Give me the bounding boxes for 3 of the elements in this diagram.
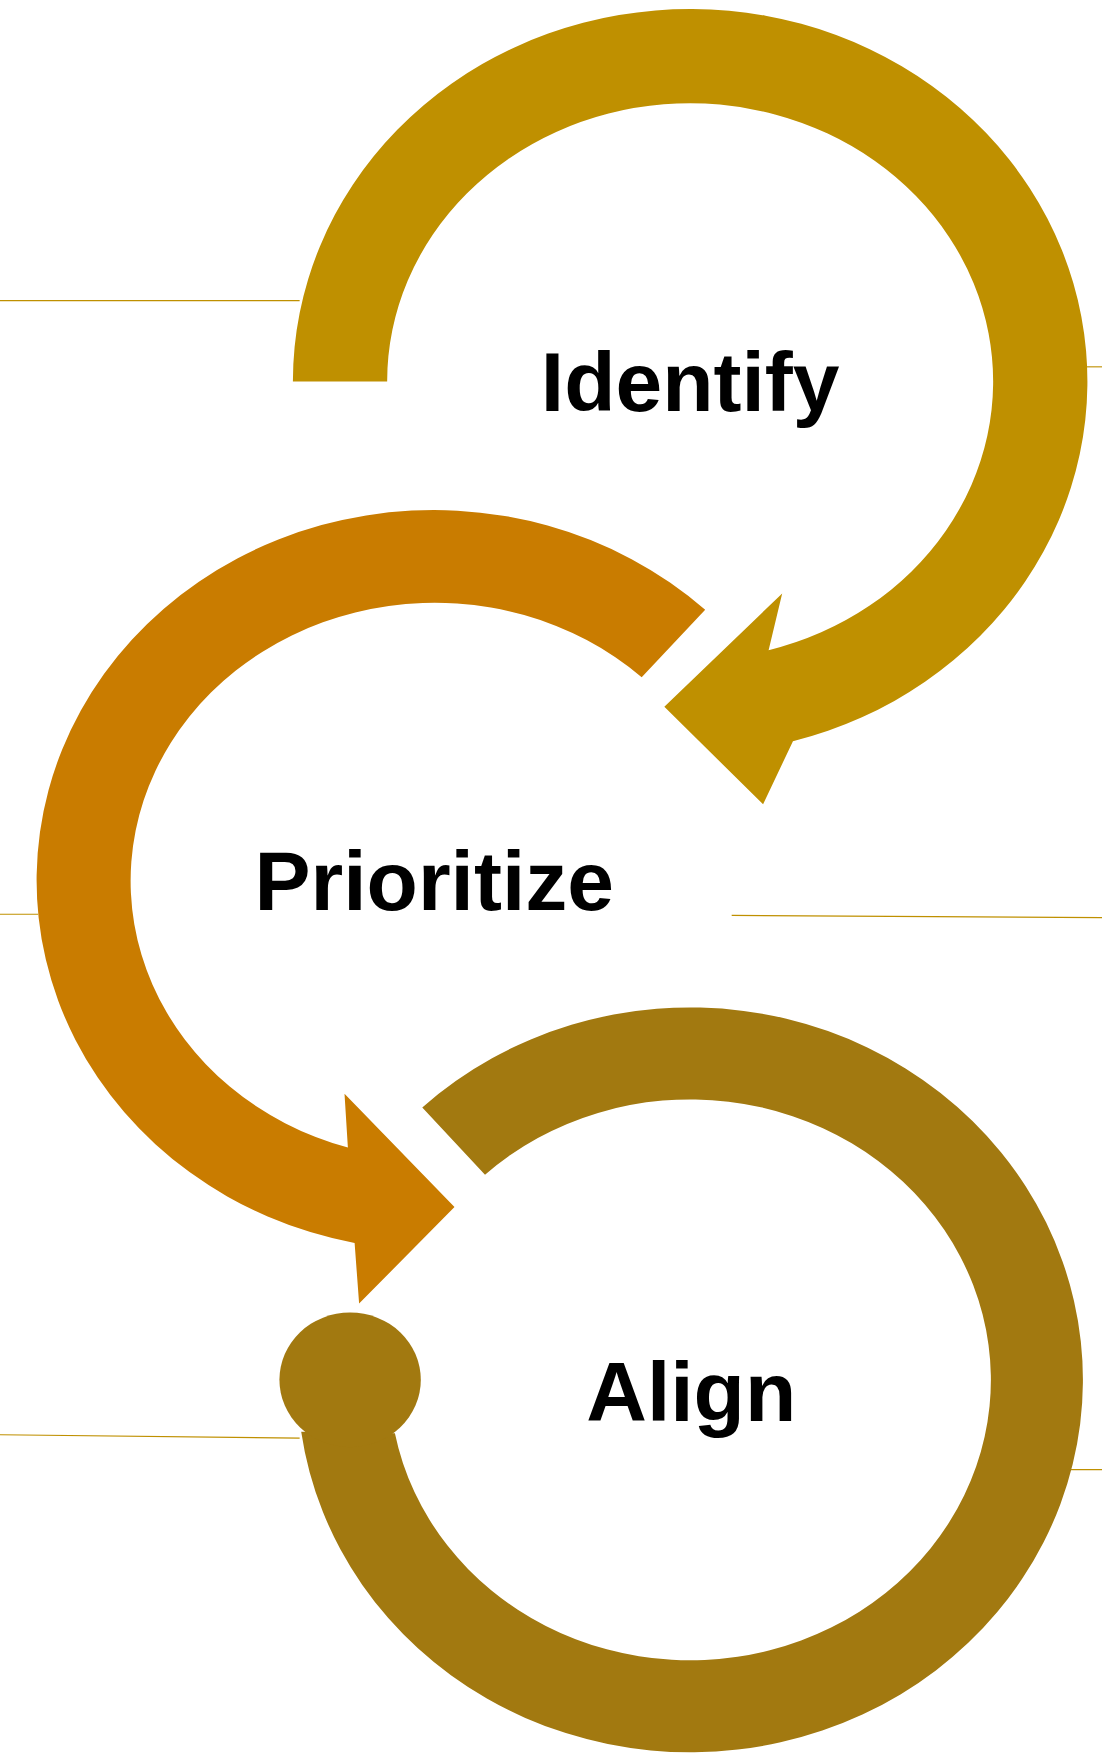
- curved-arrow: [292, 9, 1088, 805]
- curved-arrow: [36, 510, 706, 1304]
- step-label: Prioritize: [254, 838, 614, 923]
